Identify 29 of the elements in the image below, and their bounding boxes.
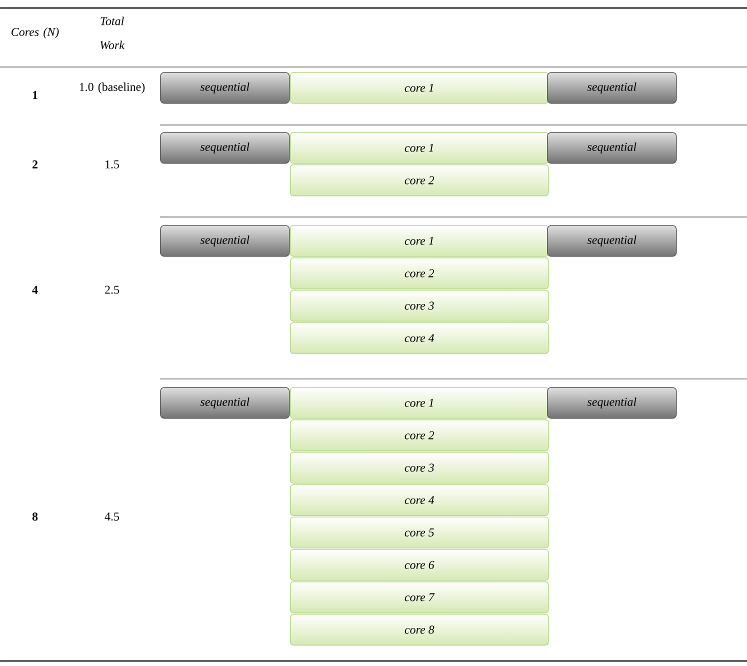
core-block: core 3 [290,290,549,322]
core-block: core 5 [290,516,549,548]
work-value: 1.5 [106,160,120,168]
core-block: core 8 [290,614,549,646]
sequential-block: sequential [547,225,677,257]
work-value: 4.5 [104,512,120,521]
core-block: core 2 [290,419,549,452]
core-block: core 2 [290,257,549,290]
work-value: 2.5 [105,286,120,294]
core-block: core 7 [290,581,549,614]
sequential-block: sequential [160,225,290,257]
core-block: core 2 [290,164,549,196]
sequential-block: sequential [160,387,290,419]
row-number: 4 [32,286,38,294]
core-block: core 4 [290,322,549,354]
sequential-block: sequential [160,72,290,104]
sequential-block: sequential [160,132,290,164]
column-header: Total Work [100,16,125,50]
sequential-block: sequential [547,72,677,104]
core-block: core 6 [290,549,549,581]
column-header: Cores (N) [12,28,59,38]
sequential-block: sequential [547,132,677,164]
row-number: 1 [32,91,38,99]
core-block: core 4 [290,484,549,516]
core-block: core 3 [290,452,549,484]
work-value: 1.0 (baseline) [80,82,145,94]
row-number: 8 [32,512,38,521]
sequential-block: sequential [547,387,677,419]
row-number: 2 [32,160,38,168]
